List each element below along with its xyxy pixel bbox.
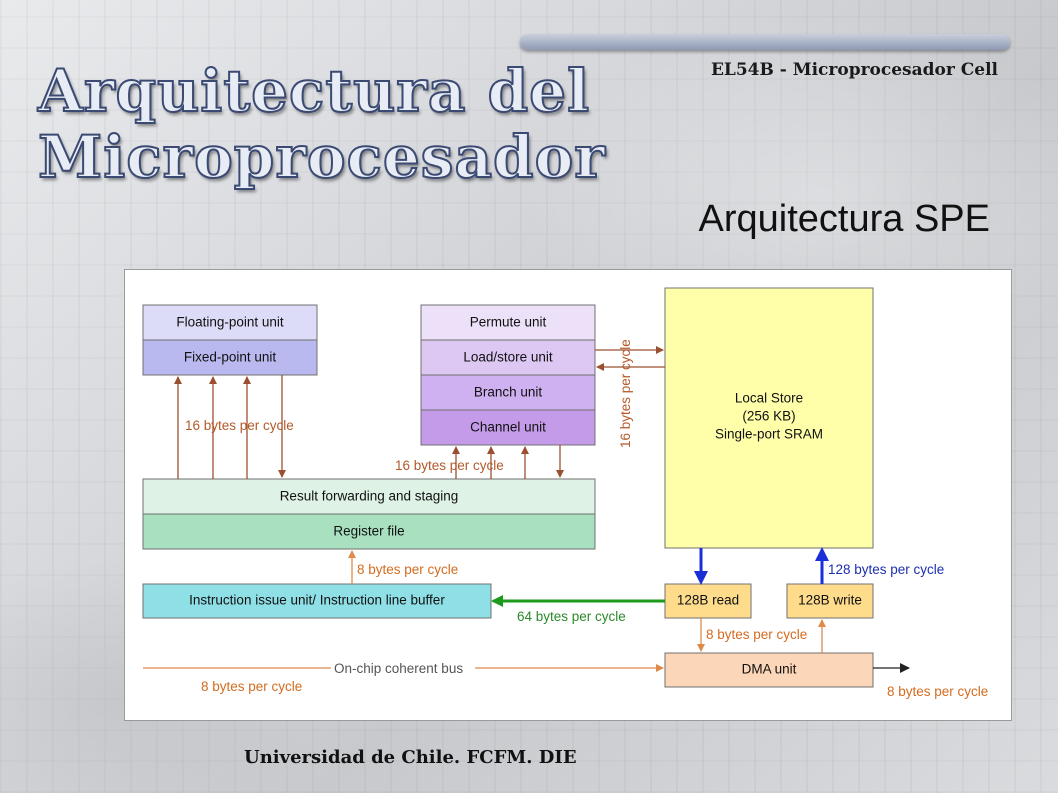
dma-out-bandwidth-label: 8 bytes per cycle bbox=[887, 684, 988, 699]
local-store-label-line-1: Local Store bbox=[735, 391, 803, 406]
local-store-label-line-2: (256 KB) bbox=[742, 409, 795, 424]
write-128b-box bbox=[786, 583, 874, 619]
slide-title: Arquitectura del Microprocesador bbox=[37, 57, 606, 191]
local-store-box bbox=[664, 287, 874, 549]
write-bandwidth-label: 128 bytes per cycle bbox=[828, 562, 944, 577]
floating-point-unit-label: Floating-point unit bbox=[176, 315, 284, 330]
ls-bandwidth-label: 16 bytes per cycle bbox=[618, 339, 633, 448]
spe-architecture-diagram: Floating-point unit Fixed-point unit Per… bbox=[124, 269, 1012, 721]
read-128b-label: 128B read bbox=[677, 593, 739, 608]
issue-bandwidth-label: 8 bytes per cycle bbox=[357, 562, 458, 577]
permute-bandwidth-label: 16 bytes per cycle bbox=[395, 458, 504, 473]
floating-point-unit-box bbox=[142, 304, 318, 341]
course-title: EL54B - Microprocesador Cell bbox=[710, 60, 998, 80]
read-bandwidth-label: 64 bytes per cycle bbox=[517, 609, 626, 624]
footer-text: Universidad de Chile. FCFM. DIE bbox=[244, 747, 577, 768]
bus-label-background bbox=[331, 659, 475, 677]
permute-unit-label: Permute unit bbox=[470, 315, 547, 330]
dma-bandwidth-label: 8 bytes per cycle bbox=[706, 627, 807, 642]
result-forwarding-box bbox=[142, 478, 596, 515]
slide-title-line-1: Arquitectura del bbox=[37, 57, 591, 125]
slide-subtitle: Arquitectura SPE bbox=[698, 198, 990, 240]
bus-label: On-chip coherent bus bbox=[334, 661, 463, 676]
permute-unit-box bbox=[420, 304, 596, 341]
spe-diagram-svg: Floating-point unit Fixed-point unit Per… bbox=[142, 287, 988, 699]
instruction-issue-box bbox=[142, 583, 492, 619]
dma-unit-label: DMA unit bbox=[742, 662, 797, 677]
register-file-box bbox=[142, 513, 596, 550]
fixed-point-unit-label: Fixed-point unit bbox=[184, 350, 277, 365]
write-128b-label: 128B write bbox=[798, 593, 862, 608]
register-file-label: Register file bbox=[333, 524, 404, 539]
result-forwarding-label: Result forwarding and staging bbox=[280, 489, 459, 504]
dma-unit-box bbox=[664, 652, 874, 688]
header-decorative-bar bbox=[520, 34, 1010, 50]
bus-bandwidth-label: 8 bytes per cycle bbox=[201, 679, 302, 694]
instruction-issue-label: Instruction issue unit/ Instruction line… bbox=[189, 593, 445, 608]
slide-title-line-2: Microprocesador bbox=[37, 123, 606, 191]
channel-unit-box bbox=[420, 409, 596, 446]
fp-bandwidth-label: 16 bytes per cycle bbox=[185, 418, 294, 433]
fixed-point-unit-box bbox=[142, 339, 318, 376]
channel-unit-label: Channel unit bbox=[470, 420, 546, 435]
local-store-label-line-3: Single-port SRAM bbox=[715, 427, 823, 442]
load-store-unit-label: Load/store unit bbox=[463, 350, 553, 365]
branch-unit-label: Branch unit bbox=[474, 385, 543, 400]
